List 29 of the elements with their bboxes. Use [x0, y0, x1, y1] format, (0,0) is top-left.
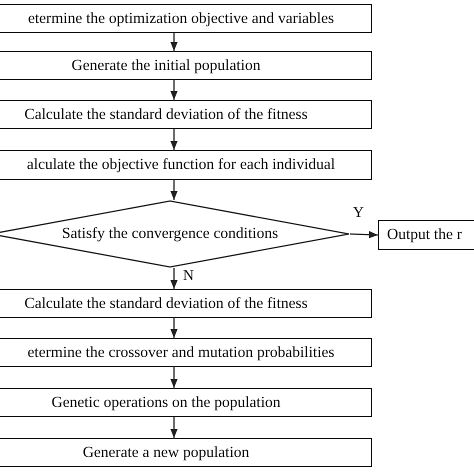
step-text: Calculate the standard deviation of the fitness: [24, 106, 308, 122]
process-box: [378, 220, 474, 250]
process-box: [0, 100, 372, 129]
arrow: [170, 367, 178, 388]
step-text: etermine the optimization objective and variables: [28, 10, 334, 26]
process-box: [0, 4, 372, 33]
step-text: etermine the crossover and mutation probabilities: [28, 344, 334, 360]
process-box: [0, 150, 372, 180]
step-text: Satisfy the convergence conditions: [62, 226, 278, 242]
step-text: Generate the initial population: [72, 58, 260, 74]
decision-diamond: [0, 200, 350, 268]
process-box: [0, 338, 372, 367]
step-text: Generate a new population: [82, 444, 250, 460]
arrow: [350, 231, 378, 238]
process-box: [0, 51, 372, 80]
arrow: [170, 417, 178, 438]
step-text: Genetic operations on the population: [52, 394, 280, 410]
process-box: [0, 438, 372, 467]
process-box: [0, 289, 372, 318]
arrow: [170, 180, 178, 200]
arrow: [170, 268, 178, 289]
arrow: [170, 33, 178, 51]
process-box: [0, 388, 372, 417]
step-text: alculate the objective function for each individual: [26, 157, 336, 173]
arrow: [170, 80, 178, 100]
step-text: Calculate the standard deviation of the fitness: [24, 296, 308, 312]
arrow: [170, 318, 178, 338]
step-text: Output the r: [387, 227, 462, 243]
arrow: [170, 129, 178, 150]
